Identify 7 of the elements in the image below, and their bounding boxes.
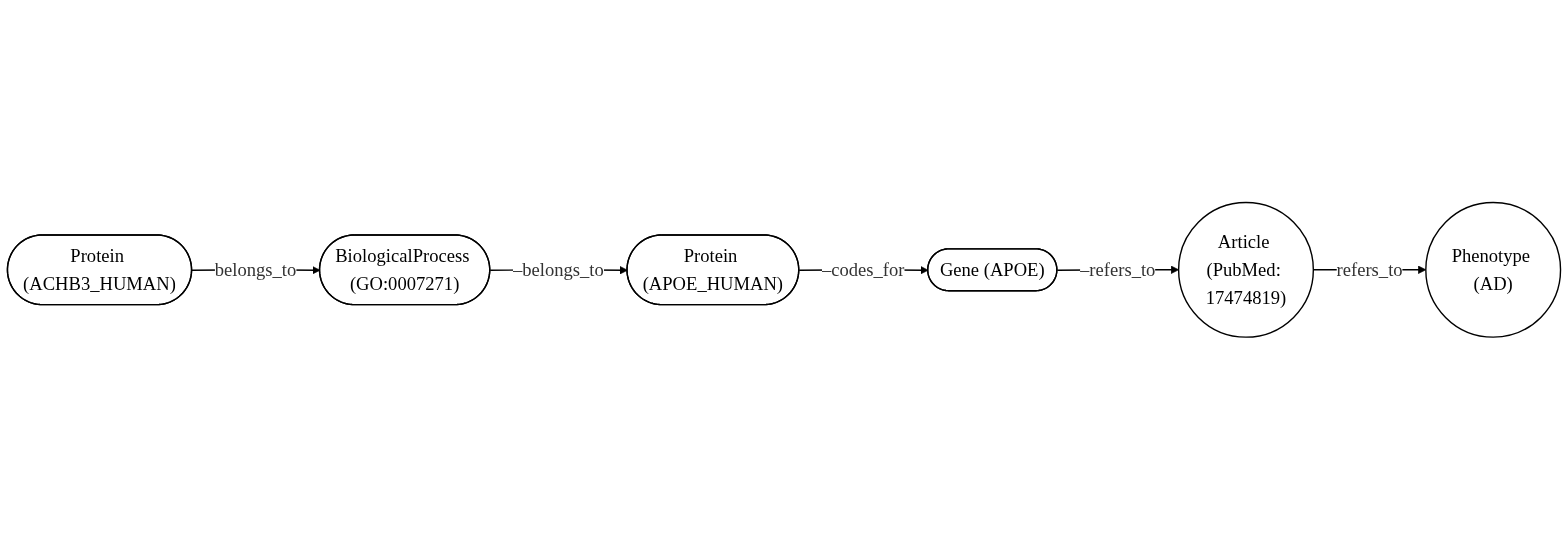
node-circle: Article (PubMed: 17474819) (1177, 201, 1315, 338)
edge-label: –belongs_to (512, 259, 604, 280)
edge-label: belongs_to (214, 259, 297, 280)
edge-label: –codes_for (821, 259, 905, 280)
edge-label: refers_to (1336, 259, 1403, 280)
edge-label: –refers_to (1080, 259, 1156, 280)
node-circle: Phenotype (AD) (1425, 201, 1562, 338)
